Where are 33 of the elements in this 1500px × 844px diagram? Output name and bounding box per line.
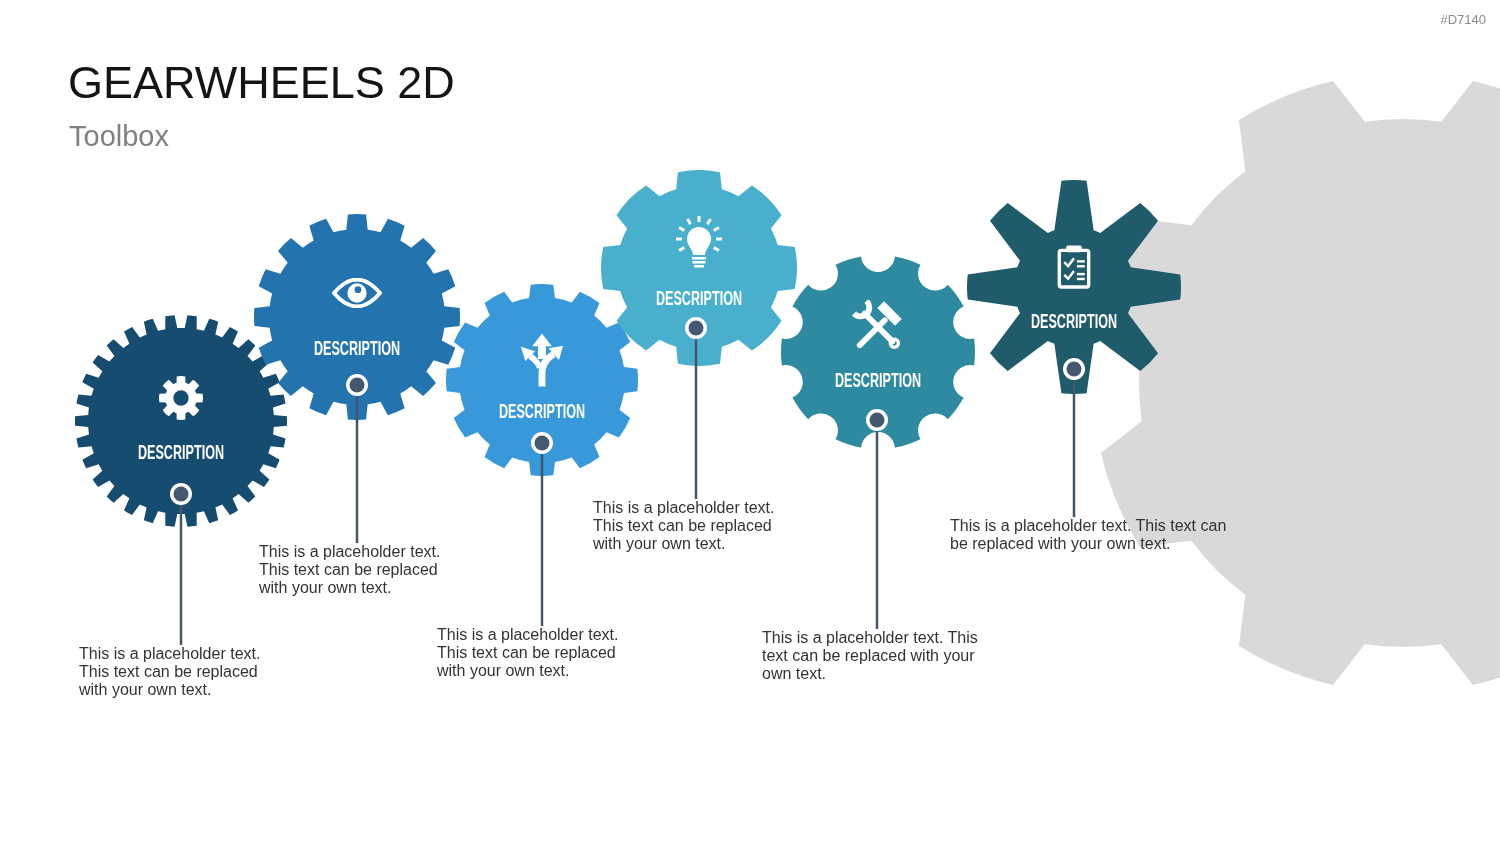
description-text: This is a placeholder text. This text can be replaced with your own text. [259, 543, 459, 597]
gear [781, 255, 975, 449]
gear-label: DESCRIPTION [1030, 309, 1118, 331]
subtitle: Toolbox [69, 119, 169, 154]
leader-line [1072, 380, 1076, 517]
gear-label: DESCRIPTION [313, 336, 401, 358]
description-text: This is a placeholder text. This text can be replaced with your own text. [762, 629, 992, 683]
connector-dot [685, 317, 707, 339]
connector-dot [531, 432, 553, 454]
gear [446, 284, 638, 476]
leader-line [355, 396, 359, 543]
description-text: This is a placeholder text. This text can be replaced with your own text. [79, 645, 279, 699]
gear-label: DESCRIPTION [834, 368, 922, 390]
gear [75, 315, 287, 527]
description-text: This is a placeholder text. This text can be replaced with your own text. [950, 517, 1240, 553]
description-text: This is a placeholder text. This text can be replaced with your own text. [593, 499, 793, 553]
gear-label: DESCRIPTION [655, 286, 743, 308]
document-code: #D7140 [1440, 12, 1486, 28]
leader-line [875, 431, 879, 629]
description-text: This is a placeholder text. This text can be replaced with your own text. [437, 626, 637, 680]
gear-label: DESCRIPTION [498, 399, 586, 421]
leader-line [179, 505, 183, 645]
leader-line [694, 339, 698, 499]
title: GEARWHEELS 2D [68, 58, 455, 108]
gear [601, 170, 797, 366]
leader-line [540, 454, 544, 626]
gear [967, 180, 1181, 394]
connector-dot [1063, 358, 1085, 380]
connector-dot [346, 374, 368, 396]
connector-dot [170, 483, 192, 505]
gear-label: DESCRIPTION [137, 440, 225, 462]
connector-dot [866, 409, 888, 431]
gear [254, 214, 460, 420]
